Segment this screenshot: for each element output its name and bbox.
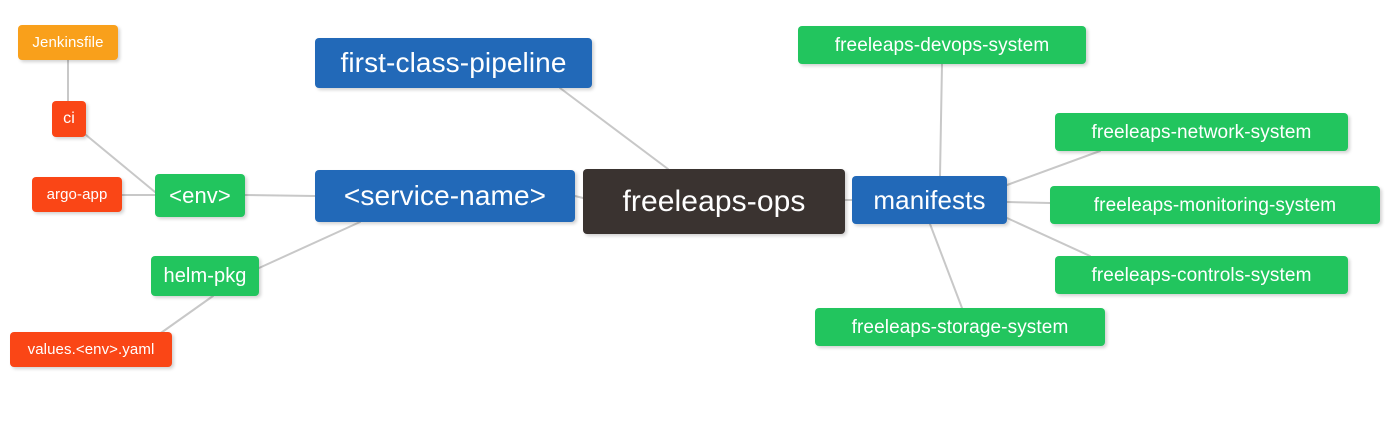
edge-manifests-to-devops-system	[939, 63, 943, 177]
edge-manifests-to-network-system	[1006, 150, 1101, 186]
node-service-name[interactable]: <service-name>	[315, 170, 575, 222]
edge-service-name-to-freeleaps-ops	[574, 195, 584, 199]
node-env[interactable]: <env>	[155, 174, 245, 217]
node-label: <env>	[169, 182, 231, 208]
node-values-yaml[interactable]: values.<env>.yaml	[10, 332, 172, 367]
node-label: values.<env>.yaml	[27, 341, 155, 358]
node-monitoring-system[interactable]: freeleaps-monitoring-system	[1050, 186, 1380, 224]
node-label: first-class-pipeline	[340, 47, 567, 78]
node-label: freeleaps-storage-system	[851, 316, 1069, 338]
edge-values-yaml-to-helm-pkg	[157, 295, 214, 336]
edge-manifests-to-monitoring-system	[1006, 201, 1051, 204]
node-freeleaps-ops[interactable]: freeleaps-ops	[583, 169, 845, 234]
node-label: freeleaps-network-system	[1091, 121, 1312, 143]
node-label: freeleaps-ops	[622, 184, 806, 218]
node-label: freeleaps-monitoring-system	[1093, 194, 1337, 216]
node-ci[interactable]: ci	[52, 101, 86, 137]
node-label: freeleaps-devops-system	[834, 34, 1050, 56]
node-helm-pkg[interactable]: helm-pkg	[151, 256, 259, 296]
node-label: <service-name>	[343, 180, 547, 211]
edge-env-to-service-name	[244, 194, 316, 197]
node-label: ci	[63, 110, 75, 127]
edge-helm-pkg-to-service-name	[258, 221, 361, 269]
edge-manifests-to-storage-system	[929, 223, 963, 309]
node-label: Jenkinsfile	[32, 34, 104, 51]
edge-first-class-pipeline-to-freeleaps-ops	[559, 87, 669, 170]
node-network-system[interactable]: freeleaps-network-system	[1055, 113, 1348, 151]
node-argo-app[interactable]: argo-app	[32, 177, 122, 212]
node-devops-system[interactable]: freeleaps-devops-system	[798, 26, 1086, 64]
node-manifests[interactable]: manifests	[852, 176, 1007, 224]
node-first-class-pipeline[interactable]: first-class-pipeline	[315, 38, 592, 88]
node-label: argo-app	[46, 186, 108, 203]
node-label: freeleaps-controls-system	[1091, 264, 1312, 286]
node-label: manifests	[873, 185, 986, 215]
node-storage-system[interactable]: freeleaps-storage-system	[815, 308, 1105, 346]
node-label: helm-pkg	[163, 265, 247, 287]
node-jenkinsfile[interactable]: Jenkinsfile	[18, 25, 118, 60]
node-controls-system[interactable]: freeleaps-controls-system	[1055, 256, 1348, 294]
